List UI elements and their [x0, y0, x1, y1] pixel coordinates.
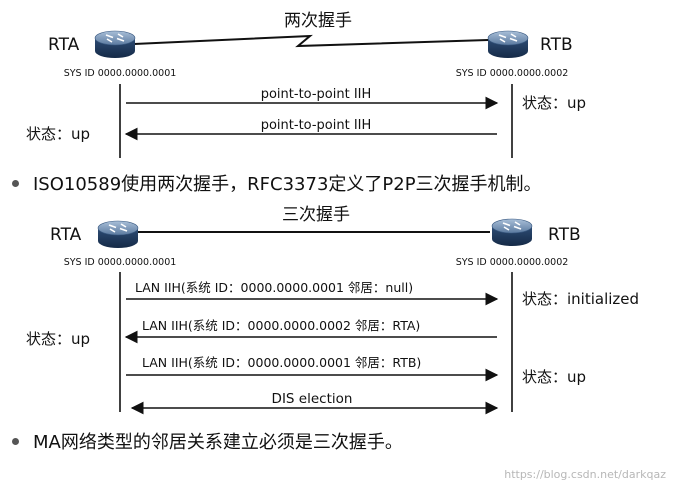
bullet-two-way-note: ISO10589使用两次握手，RFC3373定义了P2P三次握手机制。 — [12, 170, 542, 196]
bullet-text: MA网络类型的邻居关系建立必须是三次握手。 — [33, 432, 403, 453]
rtb-state-up: 状态：up — [522, 368, 586, 386]
rtb-sysid: SYS ID 0000.0000.0002 — [456, 257, 569, 268]
router-icon — [491, 218, 533, 247]
bullet-three-way-note: MA网络类型的邻居关系建立必须是三次握手。 — [12, 428, 403, 454]
rtb-sysid: SYS ID 0000.0000.0002 — [456, 68, 569, 79]
router-icon — [94, 30, 136, 59]
message-label: LAN IIH(系统 ID：0000.0000.0001 邻居：RTB) — [142, 355, 421, 370]
watermark: https://blog.csdn.net/darkqaz — [504, 468, 666, 481]
message-label: point-to-point IIH — [261, 118, 372, 133]
serial-link — [133, 34, 489, 48]
rtb-label: RTB — [540, 35, 573, 55]
bullet-dot — [12, 437, 19, 445]
rtb-state-initialized: 状态：initialized — [522, 290, 639, 308]
rta-sysid: SYS ID 0000.0000.0001 — [64, 68, 177, 79]
diagram-three-way: 三次握手 RTA RTB SYS ID 0000.0000.0001 SYS I… — [26, 205, 639, 415]
message-label: LAN IIH(系统 ID：0000.0000.0001 邻居：null) — [135, 280, 413, 295]
bullet-dot — [12, 179, 19, 187]
message-label: LAN IIH(系统 ID：0000.0000.0002 邻居：RTA) — [142, 318, 420, 333]
router-icon — [487, 30, 529, 59]
router-icon — [97, 220, 139, 249]
message-label: point-to-point IIH — [261, 87, 372, 102]
diagram2-title: 三次握手 — [282, 205, 350, 225]
rtb-state: 状态：up — [522, 94, 586, 112]
diagram1-title: 两次握手 — [284, 11, 352, 31]
message-label: DIS election — [272, 391, 353, 407]
diagram-two-way: 两次握手 RTA RTB SYS ID 0000.0000.0001 SYS I… — [26, 11, 586, 158]
rta-label: RTA — [50, 225, 82, 245]
rta-state: 状态：up — [26, 125, 90, 143]
rta-label: RTA — [48, 35, 80, 55]
bullet-text: ISO10589使用两次握手，RFC3373定义了P2P三次握手机制。 — [33, 174, 542, 195]
rta-state: 状态：up — [26, 330, 90, 348]
rta-sysid: SYS ID 0000.0000.0001 — [64, 257, 177, 268]
rtb-label: RTB — [548, 225, 581, 245]
